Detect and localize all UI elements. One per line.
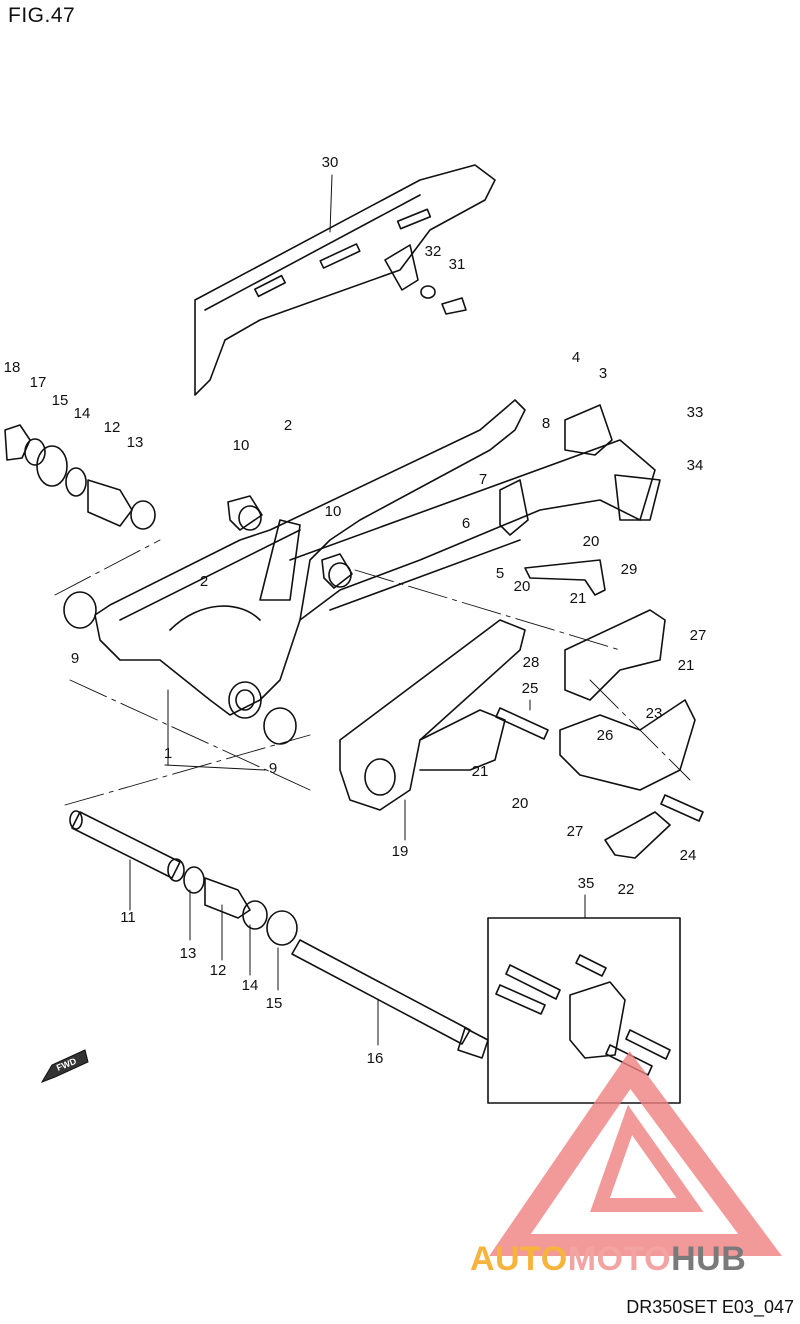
callout-4: 4 [572,349,580,366]
callout-3: 3 [599,365,607,382]
callout-25: 25 [522,680,539,697]
callout-16: 16 [367,1050,384,1067]
callout-35: 35 [578,875,595,892]
callout-9: 9 [269,760,277,777]
callout-17: 17 [30,374,47,391]
callout-23: 23 [646,705,663,722]
callout-33: 33 [687,404,704,421]
callout-1: 1 [164,745,172,762]
watermark-part-moto: MOTO [567,1240,672,1278]
callout-5: 5 [496,565,504,582]
callout-11: 11 [120,909,136,926]
washer-14 [242,900,268,930]
callout-6: 6 [462,515,470,532]
pivot-bolt-16 [291,939,471,1045]
watermark-part-auto: AUTO [470,1240,568,1278]
callout-15: 15 [52,392,69,409]
callout-31: 31 [449,256,466,273]
chain-guard-31 [194,164,496,396]
callout-15: 15 [266,995,283,1012]
washer-15 [266,910,298,946]
watermark-part-hub: HUB [671,1240,747,1278]
callout-20: 20 [514,578,531,595]
pivot-stack-left [4,424,156,530]
callout-14: 14 [74,405,91,422]
callout-7: 7 [479,471,487,488]
callout-10: 10 [325,503,342,520]
bracket-3 [564,404,613,456]
sleeve-11 [71,811,181,879]
callout-12: 12 [104,419,121,436]
dust-seal-9 [63,591,97,629]
callout-20: 20 [583,533,600,550]
callout-32: 32 [425,243,442,260]
callout-30: 30 [322,154,339,171]
bolt-26 [495,707,549,740]
callout-14: 14 [242,977,259,994]
slider-23 [604,811,671,859]
callout-34: 34 [687,457,704,474]
callout-12: 12 [210,962,227,979]
callout-27: 27 [567,823,584,840]
bolt-25 [660,794,704,822]
callout-24: 24 [680,847,697,864]
callout-22: 22 [618,881,635,898]
guide-22 [559,699,696,791]
chain-buffer-19 [339,619,526,811]
bolt-32 [420,285,467,315]
figure-title: FIG.47 [8,4,76,27]
figure-code: DR350SET E03_047 [626,1297,794,1317]
callout-27: 27 [690,627,707,644]
callout-labels: 1223456789910101112121313141415151617181… [4,154,707,1067]
callout-2: 2 [284,417,292,434]
callout-21: 21 [570,590,587,607]
kit-box-36 [487,917,681,1104]
bracket-28 [564,609,666,701]
watermark-text: AUTOMOTOHUB [470,1240,746,1279]
callout-19: 19 [392,843,409,860]
bushing-10 [227,495,353,589]
callout-13: 13 [127,434,144,451]
callout-21: 21 [678,657,695,674]
swing-arm-1 [94,399,661,719]
callout-10: 10 [233,437,250,454]
callout-13: 13 [180,945,197,962]
plate-5 [524,559,606,596]
callout-18: 18 [4,359,21,376]
plate-6 [499,479,529,536]
callout-2: 2 [200,573,208,590]
callout-29: 29 [621,561,638,578]
callout-26: 26 [597,727,614,744]
callout-21: 21 [472,763,489,780]
callout-20: 20 [512,795,529,812]
fwd-arrow-icon: FWD [40,1049,89,1083]
seal-13 [183,866,205,894]
bushing-12 [204,877,251,919]
callout-8: 8 [542,415,550,432]
callout-28: 28 [523,654,540,671]
automotohub-logo-icon [489,1051,782,1256]
callout-9: 9 [71,650,79,667]
dust-seal-9 [263,707,297,745]
